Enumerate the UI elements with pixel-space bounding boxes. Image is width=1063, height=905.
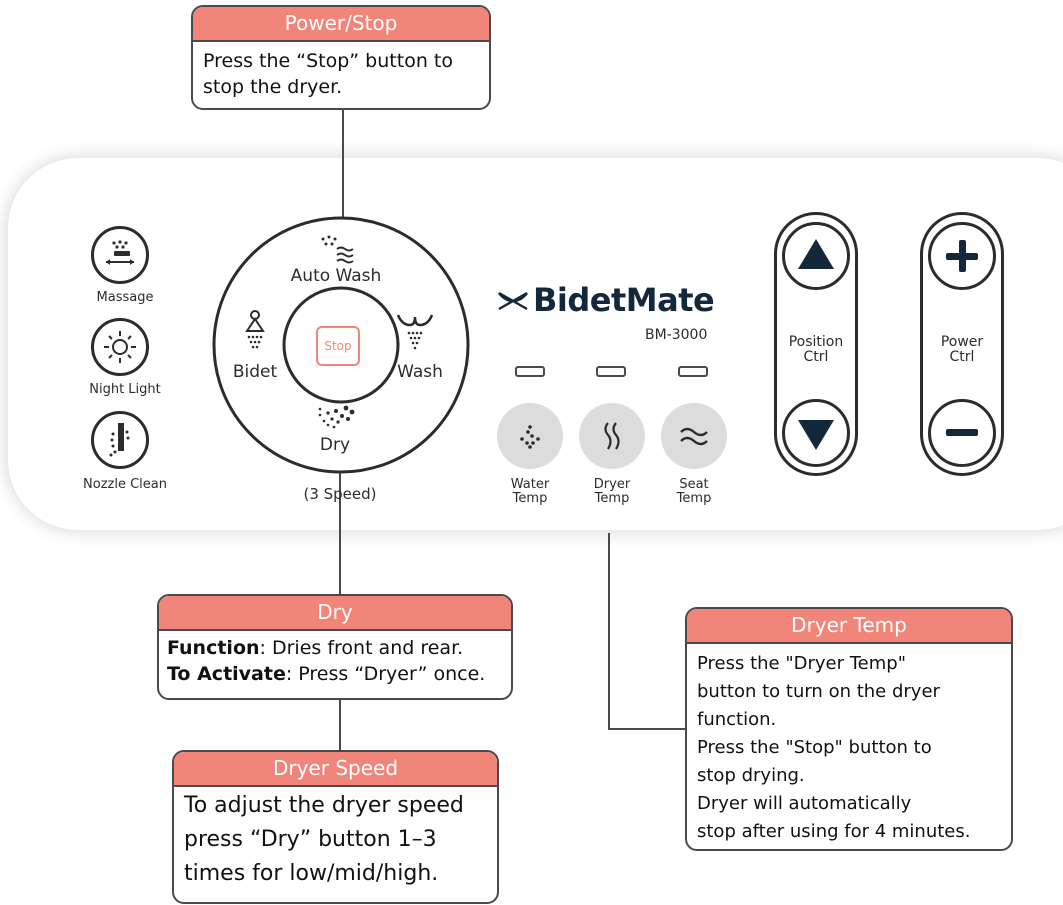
massage-icon xyxy=(106,240,134,265)
stop-button[interactable]: Stop xyxy=(316,326,360,366)
dry-button[interactable]: Dry xyxy=(319,435,351,455)
stop-label: Stop xyxy=(324,339,352,353)
seat-temp-indicator xyxy=(678,366,708,377)
water-temp-label: Water Temp xyxy=(510,477,550,506)
connector-dry xyxy=(339,400,341,594)
seat-temp-label: Seat Temp xyxy=(676,477,712,506)
callout-dryer-temp: Dryer Temp Press the "Dryer Temp" button… xyxy=(685,607,1013,851)
connector-power-stop xyxy=(342,110,344,315)
callout-dryer-temp-title: Dryer Temp xyxy=(687,609,1011,644)
dryer-temp-indicator xyxy=(596,366,626,377)
callout-dryer-speed-body: To adjust the dryer speed press “Dry” bu… xyxy=(184,793,464,886)
bidetmate-logo-icon xyxy=(498,291,528,311)
power-ctrl: Power Ctrl xyxy=(920,212,1004,476)
callout-dryer-speed: Dryer Speed To adjust the dryer speed pr… xyxy=(172,750,499,904)
connector-dry-speed xyxy=(339,700,341,750)
position-ctrl: Position Ctrl xyxy=(774,212,858,476)
remote-panel xyxy=(8,158,1063,530)
position-down-button[interactable] xyxy=(782,399,850,467)
triangle-down-icon xyxy=(798,420,834,450)
water-drops-icon xyxy=(520,425,540,449)
water-temp-button[interactable] xyxy=(497,403,563,469)
connector-dryer-temp-v xyxy=(608,533,610,729)
wash-icon xyxy=(396,314,434,350)
nozzle-clean-icon xyxy=(109,423,130,457)
night-light-label: Night Light xyxy=(89,382,161,397)
power-plus-button[interactable] xyxy=(928,222,996,290)
dry-speed-note: (3 Speed) xyxy=(303,485,377,503)
power-minus-button[interactable] xyxy=(928,399,996,467)
plus-icon xyxy=(946,240,978,272)
callout-power-stop-title: Power/Stop xyxy=(193,7,489,42)
auto-wash-icon xyxy=(321,235,354,264)
callout-dryer-temp-body: Press the "Dryer Temp" button to turn on… xyxy=(697,653,971,842)
brand-name: BidetMate xyxy=(533,281,715,319)
wash-button[interactable]: Wash xyxy=(397,362,443,382)
callout-dry-body: Function: Dries front and rear. To Activ… xyxy=(167,637,486,685)
model-number: BM-3000 xyxy=(645,327,708,343)
seat-waves-icon xyxy=(680,427,708,446)
callout-dry-title: Dry xyxy=(159,596,511,631)
triangle-up-icon xyxy=(798,239,834,269)
sun-icon xyxy=(104,331,136,363)
dry-icon xyxy=(318,405,355,429)
dryer-temp-button[interactable] xyxy=(579,403,645,469)
bidet-button[interactable]: Bidet xyxy=(232,362,278,382)
massage-label: Massage xyxy=(96,290,154,305)
nozzle-clean-label: Nozzle Clean xyxy=(83,477,167,492)
callout-dry: Dry Function: Dries front and rear. To A… xyxy=(157,594,513,700)
position-ctrl-label: Position Ctrl xyxy=(788,334,844,365)
nozzle-clean-button[interactable] xyxy=(91,411,149,469)
heat-waves-icon xyxy=(604,422,620,450)
power-ctrl-label: Power Ctrl xyxy=(940,334,984,365)
minus-icon xyxy=(946,429,978,436)
massage-button[interactable] xyxy=(91,226,149,284)
callout-dryer-speed-title: Dryer Speed xyxy=(174,752,497,787)
bidet-icon xyxy=(245,310,265,349)
connector-dryer-temp-h xyxy=(608,728,686,730)
callout-power-stop: Power/Stop Press the “Stop” button to st… xyxy=(191,5,491,110)
dryer-temp-label: Dryer Temp xyxy=(593,477,631,506)
water-temp-indicator xyxy=(515,366,545,377)
seat-temp-button[interactable] xyxy=(661,403,727,469)
auto-wash-button[interactable]: Auto Wash xyxy=(290,266,382,286)
callout-power-stop-body: Press the “Stop” button to stop the drye… xyxy=(203,50,453,98)
night-light-button[interactable] xyxy=(91,318,149,376)
position-up-button[interactable] xyxy=(782,222,850,290)
